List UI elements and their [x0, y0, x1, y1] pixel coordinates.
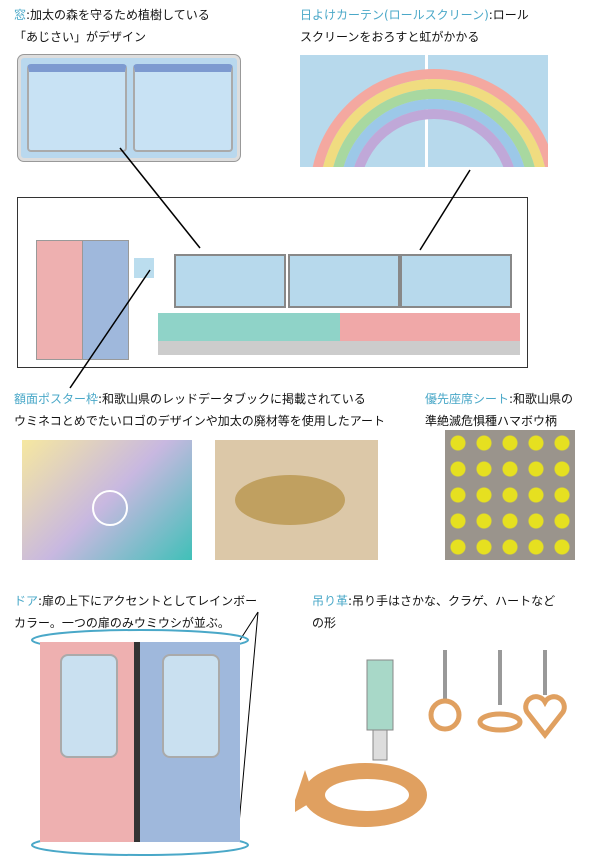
hamabo-seat-pattern [445, 430, 575, 560]
poster-caption: 額面ポスター枠:和歌山県のレッドデータブックに掲載されている ウミネコとめでたい… [14, 388, 385, 432]
window-text2: 「あじさい」がデザイン [14, 30, 147, 44]
strap-label: 吊り革 [312, 594, 349, 608]
strap-caption: 吊り革:吊り手はさかな、クラゲ、ハートなど の形 [312, 590, 555, 634]
window-text: :加太の森を守るため植樹している [26, 8, 210, 22]
poster-text: :和歌山県のレッドデータブックに掲載されている [98, 392, 366, 406]
fish-wood-art [215, 440, 378, 560]
poster-label: 額面ポスター枠 [14, 392, 99, 406]
door-label: ドア [14, 594, 39, 608]
door-left [40, 642, 134, 842]
door-text2: カラー。一つの扉のみウミウシが並ぶ。 [14, 616, 230, 630]
seat-label: 優先座席シート [425, 392, 510, 406]
curtain-label: 日よけカーテン(ロールスクリーン) [300, 8, 489, 22]
curtain-text: :ロール [488, 8, 529, 22]
rainbow-curtain-illustration [300, 55, 548, 167]
seat-caption: 優先座席シート:和歌山県の 準絶滅危惧種ハマボウ柄 [425, 388, 573, 432]
seat-text: :和歌山県の [509, 392, 574, 406]
window-label: 窓 [14, 8, 27, 22]
curtain-caption: 日よけカーテン(ロールスクリーン):ロール スクリーンをおろすと虹がかかる [300, 4, 529, 48]
hand-straps [295, 650, 567, 827]
curtain-text2: スクリーンをおろすと虹がかかる [300, 30, 480, 44]
door-caption: ドア:扉の上下にアクセントとしてレインボー カラー。一つの扉のみウミウシが並ぶ。 [14, 590, 257, 634]
poster-text2: ウミネコとめでたいロゴのデザインや加太の廃材等を使用したアート [14, 414, 386, 428]
door-right [140, 642, 240, 842]
window-caption: 窓:加太の森を守るため植樹している 「あじさい」がデザイン [14, 4, 210, 48]
strap-text: :吊り手はさかな、クラゲ、ハートなど [348, 594, 556, 608]
car-interior-diagram [17, 197, 528, 368]
seat-text2: 準絶滅危惧種ハマボウ柄 [425, 414, 558, 428]
seagull-poster [22, 440, 192, 560]
door-text: :扉の上下にアクセントとしてレインボー [38, 594, 258, 608]
strap-text2: の形 [312, 616, 337, 630]
